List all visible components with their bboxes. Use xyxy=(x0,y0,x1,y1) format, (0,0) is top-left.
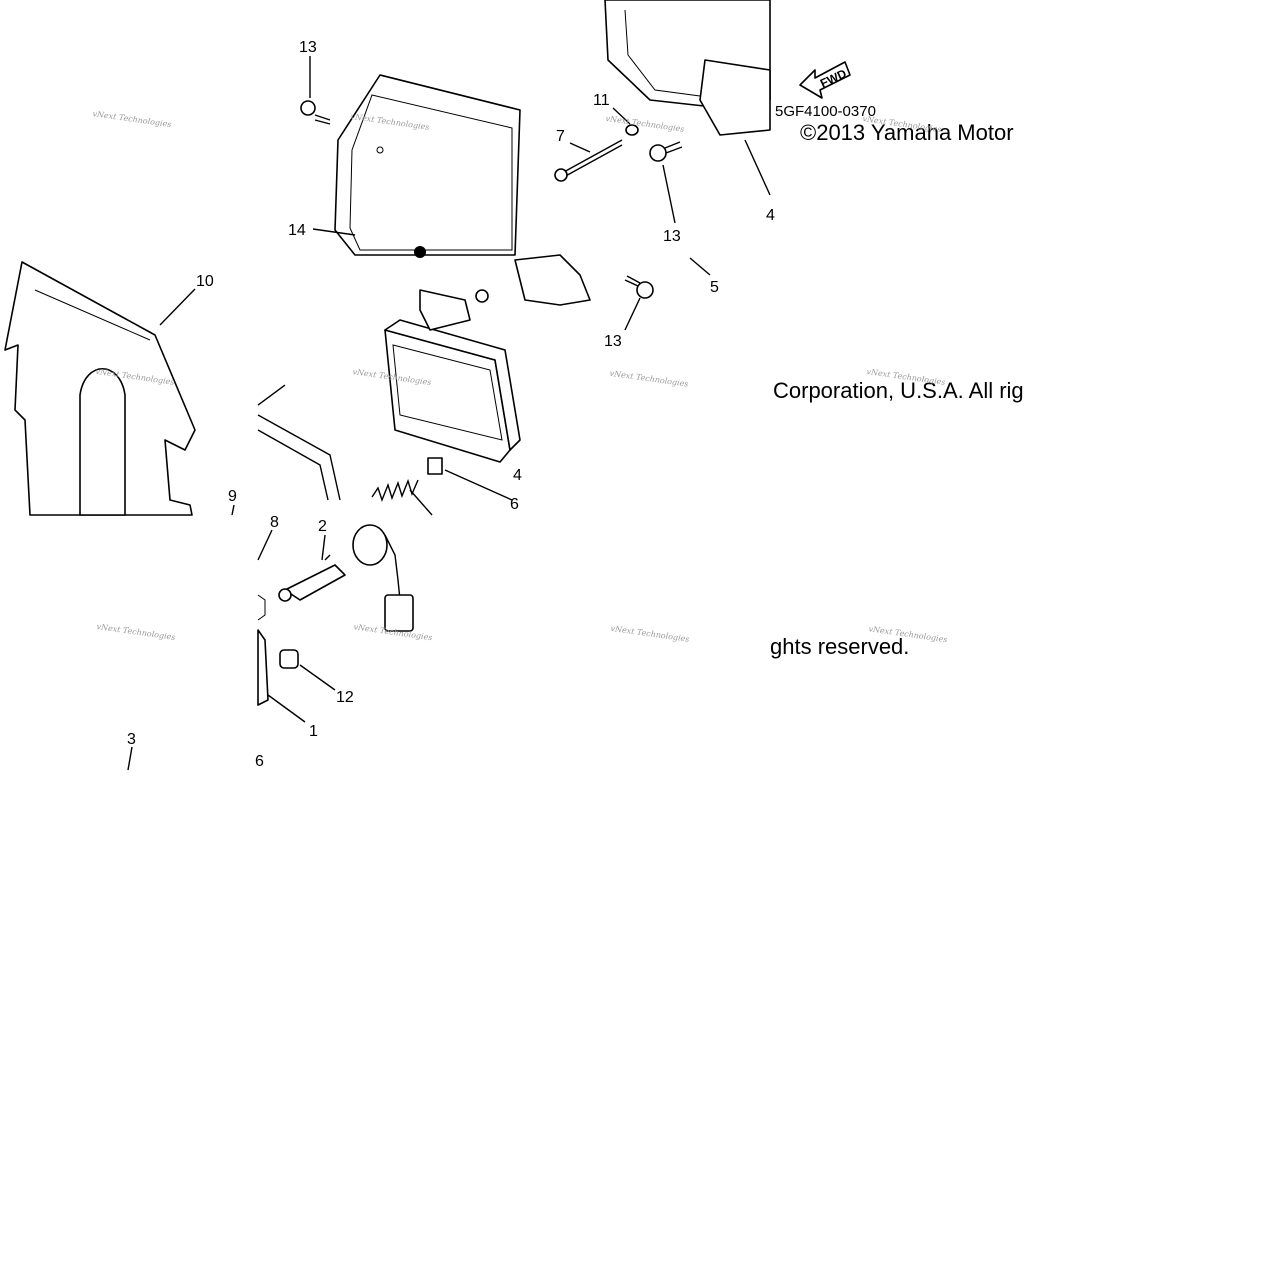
callout-11: 11 xyxy=(593,92,610,109)
callout-8: 8 xyxy=(270,514,279,531)
bushing-6 xyxy=(427,457,443,475)
diagram-code: 5GF4100-0370 xyxy=(775,103,876,120)
bolt-7 xyxy=(554,139,623,182)
callout-13: 13 xyxy=(663,228,681,245)
frame-tube xyxy=(257,384,341,501)
housing-1 xyxy=(257,594,269,706)
grommet-12 xyxy=(279,649,299,669)
socket-harness xyxy=(352,524,414,632)
adjuster-spring xyxy=(371,478,419,503)
callout-13: 13 xyxy=(299,39,317,56)
fwd-arrow-icon: FWD xyxy=(799,61,851,99)
callout-labels: 13 14 11 7 13 5 13 4 10 4 6 9 8 2 12 1 3… xyxy=(127,39,775,770)
callout-13: 13 xyxy=(604,333,622,350)
callout-1: 1 xyxy=(309,723,318,740)
watermark: vNext Technologies xyxy=(605,114,685,134)
fwd-label: FWD xyxy=(818,66,849,90)
bulb-2 xyxy=(278,554,346,602)
leader-lines xyxy=(127,56,771,771)
watermark: vNext Technologies xyxy=(609,369,689,389)
callout-4: 4 xyxy=(766,207,775,224)
watermark: vNext Technologies xyxy=(92,109,172,129)
copyright-line-3: ghts reserved. xyxy=(770,634,909,659)
callout-7: 7 xyxy=(556,128,565,145)
callout-2: 2 xyxy=(318,518,327,535)
callout-5: 5 xyxy=(710,279,719,296)
screw-13-center xyxy=(649,141,683,162)
copyright-line-2: Corporation, U.S.A. All rig xyxy=(773,378,1024,403)
lower-cover-part xyxy=(4,261,196,516)
callout-14: 14 xyxy=(288,222,306,239)
watermark: vNext Technologies xyxy=(96,622,176,642)
callout-9: 9 xyxy=(228,488,237,505)
watermark: vNext Technologies xyxy=(610,624,690,644)
callout-3: 3 xyxy=(127,731,136,748)
screw-13-top xyxy=(300,100,331,125)
headlight-bracket-part xyxy=(419,254,591,331)
watermarks: vNext Technologies vNext Technologies vN… xyxy=(92,109,948,644)
callout-10: 10 xyxy=(196,273,214,290)
callout-6: 6 xyxy=(255,753,264,770)
copyright-line-1: ©2013 Yamaha Motor xyxy=(800,120,1014,145)
washer-11 xyxy=(625,124,639,136)
screw-13-right xyxy=(624,275,654,299)
headlight-cover-part xyxy=(334,74,521,258)
bracket-part xyxy=(604,0,771,136)
callout-12: 12 xyxy=(336,689,354,706)
headlight-lens-part xyxy=(384,319,521,463)
callout-4: 4 xyxy=(513,467,522,484)
callout-6: 6 xyxy=(510,496,519,513)
